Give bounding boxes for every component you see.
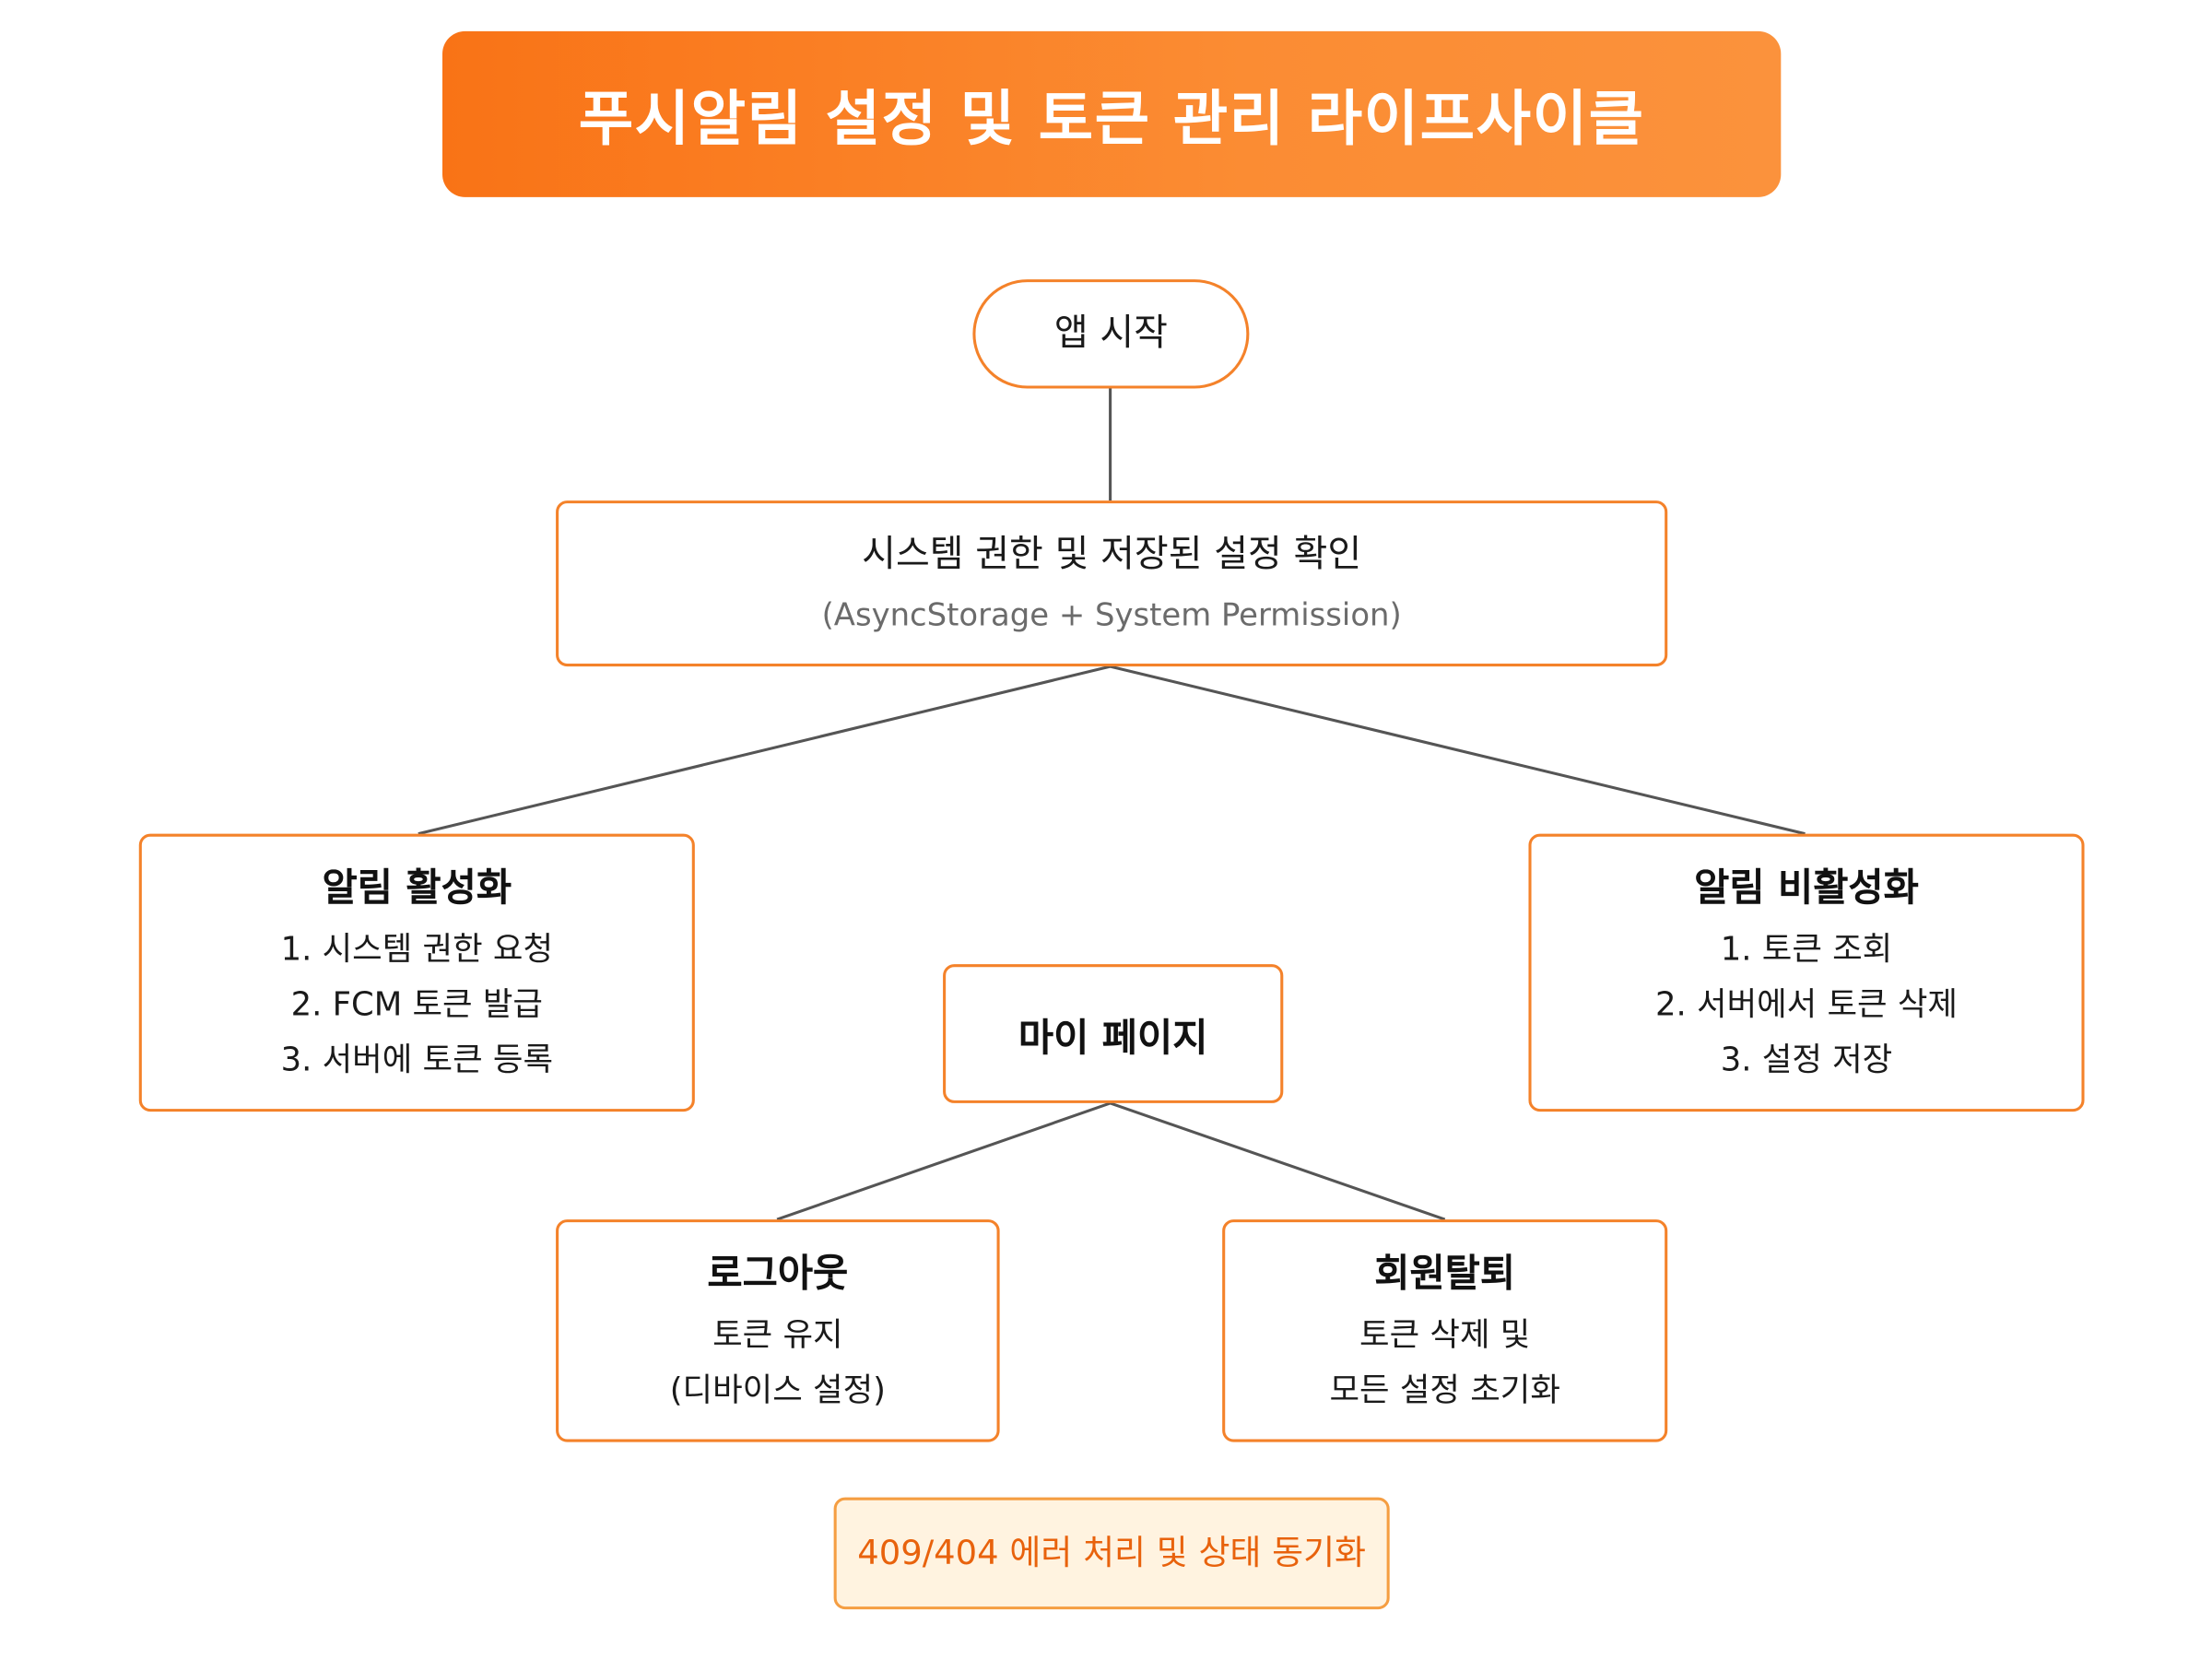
node-enable-step: 2. FCM 토큰 발급 [290, 986, 543, 1024]
node-withdraw-line: 모든 설정 초기화 [1329, 1372, 1560, 1410]
node-disable-step: 2. 서버에서 토큰 삭제 [1655, 986, 1958, 1024]
connector-mypage-to-logout [776, 1101, 1112, 1221]
connector-check-to-disable [1110, 665, 1806, 836]
node-enable-notifications: 알림 활성화 1. 시스템 권한 요청 2. FCM 토큰 발급 3. 서버에 … [138, 833, 695, 1112]
node-app-start: 앱 시작 [972, 279, 1250, 389]
node-enable-step: 1. 시스템 권한 요청 [280, 931, 554, 969]
node-my-page: 마이 페이지 [943, 964, 1284, 1103]
connector-check-to-enable [418, 665, 1111, 836]
node-withdraw: 회원탈퇴 토큰 삭제 및 모든 설정 초기화 [1222, 1219, 1668, 1442]
error-sync-note-label: 409/404 에러 처리 및 상태 동기화 [857, 1533, 1367, 1573]
node-check-settings-label: 시스템 권한 및 저장된 설정 확인 [862, 534, 1362, 577]
node-disable-step: 1. 토큰 조회 [1720, 931, 1893, 969]
node-enable-heading: 알림 활성화 [322, 866, 512, 911]
node-logout: 로그아웃 토큰 유지 (디바이스 설정) [556, 1219, 1000, 1442]
node-withdraw-heading: 회원탈퇴 [1374, 1252, 1516, 1297]
node-logout-line: 토큰 유지 [712, 1317, 843, 1355]
page-title: 푸시알림 설정 및 토큰 관리 라이프사이클 [578, 83, 1645, 154]
node-withdraw-line: 토큰 삭제 및 [1359, 1317, 1531, 1355]
node-my-page-label: 마이 페이지 [1018, 1016, 1208, 1061]
node-logout-heading: 로그아웃 [707, 1252, 849, 1297]
node-logout-line: (디바이스 설정) [669, 1372, 886, 1410]
node-app-start-label: 앱 시작 [1053, 312, 1168, 355]
node-disable-heading: 알림 비활성화 [1694, 866, 1919, 911]
node-disable-step: 3. 설정 저장 [1720, 1041, 1893, 1079]
node-check-settings: 시스템 권한 및 저장된 설정 확인 (AsyncStorage + Syste… [556, 500, 1668, 667]
error-sync-note: 409/404 에러 처리 및 상태 동기화 [833, 1497, 1390, 1610]
node-disable-notifications: 알림 비활성화 1. 토큰 조회 2. 서버에서 토큰 삭제 3. 설정 저장 [1528, 833, 2085, 1112]
node-enable-step: 3. 서버에 토큰 등록 [280, 1041, 554, 1079]
connector-mypage-to-withdraw [1110, 1101, 1446, 1221]
node-check-settings-sub: (AsyncStorage + System Permission) [821, 597, 1402, 634]
title-banner: 푸시알림 설정 및 토큰 관리 라이프사이클 [442, 30, 1782, 197]
